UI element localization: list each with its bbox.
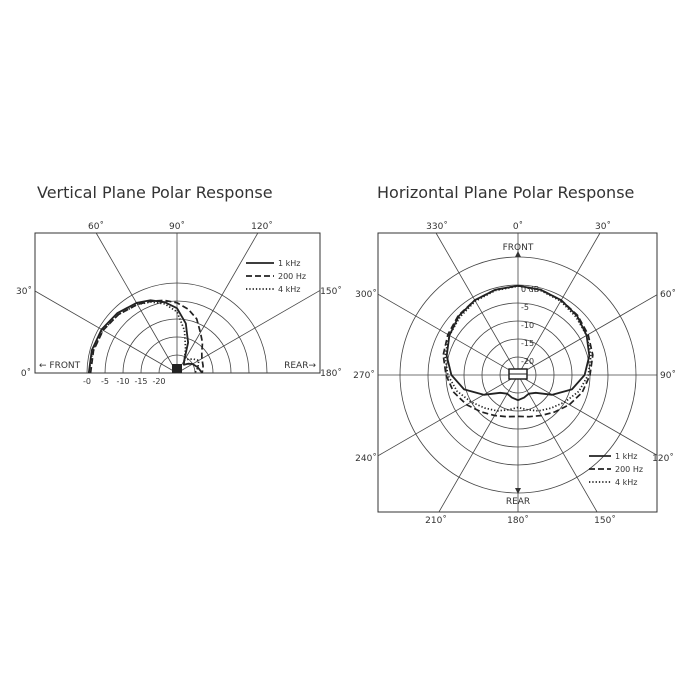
horizontal-angle-label: 330˚ [426,221,448,232]
horizontal-ring-label: -15 [521,339,534,348]
horizontal-angle-label: 300˚ [355,289,377,300]
vertical-front-label: ← FRONT [39,361,81,371]
horizontal-legend-label: 200 Hz [615,465,643,474]
vertical-grid-spoke [176,232,259,374]
vertical-grid-spoke [34,290,178,374]
vertical-ring-label: -15 [134,377,147,386]
horizontal-rear-label: REAR [506,497,530,507]
horizontal-angle-label: 120˚ [652,453,674,464]
vertical-rear-label: REAR→ [284,361,316,371]
vertical-angle-label: 90˚ [169,221,185,232]
vertical-angle-label: 180˚ [320,368,342,379]
horizontal-ring-label: -5 [521,303,529,312]
horizontal-chart-title: Horizontal Plane Polar Response [377,183,635,202]
vertical-ring-label: -0 [83,377,91,386]
horizontal-front-arrow-icon [515,251,521,257]
horizontal-angle-label: 0˚ [513,221,523,232]
vertical-series-line [87,299,203,374]
vertical-legend-label: 1 kHz [278,259,300,268]
horizontal-angle-label: 90˚ [660,370,676,381]
horizontal-series-line [442,284,594,418]
vertical-angle-label: 0˚ [21,368,31,379]
vertical-series-line [87,301,200,374]
horizontal-legend-label: 4 kHz [615,478,637,487]
vertical-angle-label: 150˚ [320,286,342,297]
horizontal-angle-label: 60˚ [660,289,676,300]
vertical-grid-spoke [176,290,321,374]
horizontal-ring-label: -20 [521,357,534,366]
horizontal-angle-label: 30˚ [595,221,611,232]
horizontal-legend-label: 1 kHz [615,452,637,461]
horizontal-angle-label: 150˚ [594,515,616,526]
horizontal-rear-arrow-icon [515,488,521,494]
vertical-mic-marker [172,364,182,373]
horizontal-angle-label: 270˚ [353,370,375,381]
vertical-angle-label: 120˚ [251,221,273,232]
vertical-angle-label: 60˚ [88,221,104,232]
vertical-chart-title: Vertical Plane Polar Response [37,183,273,202]
vertical-legend-label: 200 Hz [278,272,306,281]
horizontal-front-label: FRONT [503,243,534,253]
vertical-ring-label: -20 [152,377,165,386]
horizontal-plot-frame [377,232,658,513]
horizontal-series-line [444,285,592,412]
horizontal-angle-label: 210˚ [425,515,447,526]
horizontal-ring-label: 0 dB [521,285,539,294]
vertical-legend-label: 4 kHz [278,285,300,294]
vertical-ring-label: -5 [101,377,109,386]
horizontal-angle-label: 180˚ [507,515,529,526]
vertical-angle-label: 30˚ [16,286,32,297]
vertical-ring-label: -10 [116,377,129,386]
horizontal-ring-label: -10 [521,321,534,330]
horizontal-angle-label: 240˚ [355,453,377,464]
